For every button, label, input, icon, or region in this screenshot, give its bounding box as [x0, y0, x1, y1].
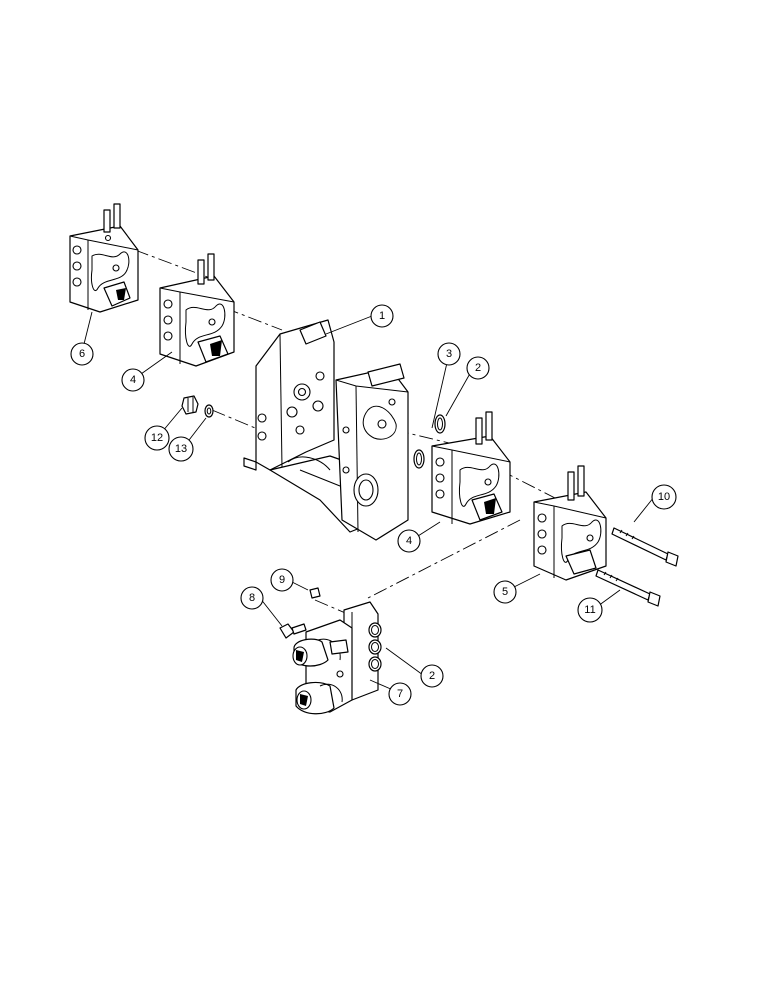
bolt-10	[611, 527, 679, 567]
svg-text:13: 13	[175, 443, 187, 455]
seal-washer-13	[204, 404, 214, 418]
svg-text:1: 1	[379, 310, 385, 322]
o-rings-2-lower	[368, 622, 382, 672]
end-section-5	[533, 465, 607, 581]
valve-section-4-upper	[159, 253, 235, 367]
svg-text:10: 10	[658, 491, 670, 503]
leader-lines	[83, 311, 655, 691]
callout-4-lower: 4	[397, 529, 421, 553]
valve-section-6	[69, 203, 139, 313]
svg-text:2: 2	[429, 670, 435, 682]
svg-text:7: 7	[397, 688, 403, 700]
callout-8: 8	[240, 586, 264, 610]
callout-6: 6	[70, 342, 94, 366]
fitting-12	[181, 395, 199, 415]
valve-section-4-lower	[431, 411, 511, 525]
bolt-11	[595, 569, 661, 607]
callout-3: 3	[437, 342, 461, 366]
svg-text:5: 5	[502, 586, 508, 598]
callout-11: 11	[577, 597, 603, 623]
o-ring-2-upper	[434, 414, 446, 434]
svg-text:12: 12	[151, 432, 163, 444]
callout-13: 13	[168, 436, 194, 462]
valve-housing-1	[243, 319, 409, 541]
svg-text:4: 4	[406, 535, 412, 547]
callout-2-upper: 2	[466, 356, 490, 380]
svg-text:4: 4	[130, 374, 136, 386]
screw-8	[279, 623, 307, 639]
plug-9	[309, 587, 321, 599]
svg-text:2: 2	[475, 362, 481, 374]
callout-1: 1	[370, 304, 394, 328]
svg-text:6: 6	[79, 348, 85, 360]
callout-2-lower: 2	[420, 664, 444, 688]
callout-5: 5	[493, 580, 517, 604]
svg-text:8: 8	[249, 592, 255, 604]
callout-9: 9	[270, 568, 294, 592]
svg-text:11: 11	[584, 604, 595, 616]
callout-4-upper: 4	[121, 368, 145, 392]
svg-text:3: 3	[446, 348, 452, 360]
callout-12: 12	[144, 425, 170, 451]
svg-text:9: 9	[279, 574, 285, 586]
o-ring-3	[413, 449, 425, 469]
inlet-valve-7	[292, 601, 379, 715]
callout-7: 7	[388, 682, 412, 706]
callout-10: 10	[651, 484, 677, 510]
